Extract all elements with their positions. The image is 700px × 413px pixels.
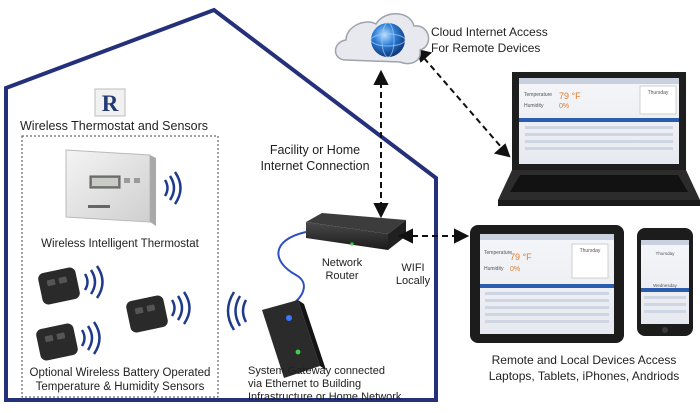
house-title: Wireless Thermostat and Sensors xyxy=(20,119,209,133)
router-label: Network Router xyxy=(312,257,372,283)
thermostat-icon xyxy=(65,149,156,226)
devices-label-line1: Remote and Local Devices Access xyxy=(491,353,677,367)
sensor-icon xyxy=(36,323,78,361)
gateway-label-line3: Infrastructure or Home Network xyxy=(248,391,402,404)
laptop-day: Thursday xyxy=(648,90,669,96)
sensors-label-line1: Optional Wireless Battery Operated xyxy=(29,367,211,379)
cloud-label: Cloud Internet Access For Remote Devices xyxy=(431,25,581,56)
wifi-label-line2: Locally xyxy=(395,275,431,288)
internet-connection-line1: Facility or Home xyxy=(269,143,361,157)
internet-connection-label: Facility or Home Internet Connection xyxy=(250,142,380,175)
gateway-label: System Gateway connected via Ethernet to… xyxy=(248,365,433,405)
wifi-link-arrow xyxy=(397,228,470,244)
wifi-label: WIFI Locally xyxy=(385,262,441,288)
internet-link-arrow xyxy=(373,69,389,219)
internet-connection-line2: Internet Connection xyxy=(260,159,370,174)
wireless-signal-icon xyxy=(83,265,104,299)
thermostat-label: Wireless Intelligent Thermostat xyxy=(41,238,199,250)
devices-label: Remote and Local Devices Access Laptops,… xyxy=(468,352,700,384)
laptop-temp-label: Temperature xyxy=(524,92,552,98)
tablet-temp-label: Temperature xyxy=(484,250,512,256)
sensors-group-box xyxy=(21,135,219,398)
tablet-icon: Temperature 79 °F Humidity 0% Thursday xyxy=(470,225,624,343)
ethernet-cable xyxy=(277,231,307,305)
gateway-label-line2: via Ethernet to Building xyxy=(248,378,362,391)
sensor-icon xyxy=(126,295,168,333)
laptop-humidity-label: Humidity xyxy=(524,103,544,109)
wireless-signal-icon xyxy=(170,291,191,325)
wifi-label-line1: WIFI xyxy=(401,262,425,274)
sensors-label: Optional Wireless Battery Operated Tempe… xyxy=(2,367,238,395)
router-label-line2: Router xyxy=(325,270,359,283)
tablet-temp-value: 79 °F xyxy=(510,252,532,262)
wireless-signal-icon xyxy=(226,291,248,331)
cloud-laptop-arrow xyxy=(415,48,511,158)
phone-day: Thursday xyxy=(656,251,676,256)
sensor-icon xyxy=(38,267,80,305)
laptop-humidity-value: 0% xyxy=(559,103,569,110)
phone-day-2: Wednesday xyxy=(653,283,677,288)
cloud-label-line1: Cloud Internet Access xyxy=(431,25,548,39)
phone-icon: Thursday Wednesday xyxy=(637,228,693,336)
laptop-temp-value: 79 °F xyxy=(559,91,581,101)
house-outline xyxy=(4,7,438,402)
router-icon xyxy=(306,213,406,250)
devices-label-line2: Laptops, Tablets, iPhones, Andriods xyxy=(488,369,680,384)
tablet-day: Thursday xyxy=(580,248,601,254)
logo-icon: R xyxy=(94,88,126,117)
laptop-icon: Temperature 79 °F Humidity 0% Thursday xyxy=(498,72,700,206)
router-label-line1: Network xyxy=(321,257,363,269)
wireless-signal-icon xyxy=(163,171,182,205)
tablet-humidity-value: 0% xyxy=(510,266,520,273)
cloud-globe-icon xyxy=(334,13,430,65)
tablet-humidity-label: Humidity xyxy=(484,266,504,272)
svg-text:R: R xyxy=(102,91,119,116)
cloud-label-line2: For Remote Devices xyxy=(431,40,541,55)
gateway-icon xyxy=(262,300,326,378)
wireless-signal-icon xyxy=(80,321,101,355)
gateway-label-line1: System Gateway connected xyxy=(248,365,385,377)
sensors-label-line2: Temperature & Humidity Sensors xyxy=(35,380,205,393)
